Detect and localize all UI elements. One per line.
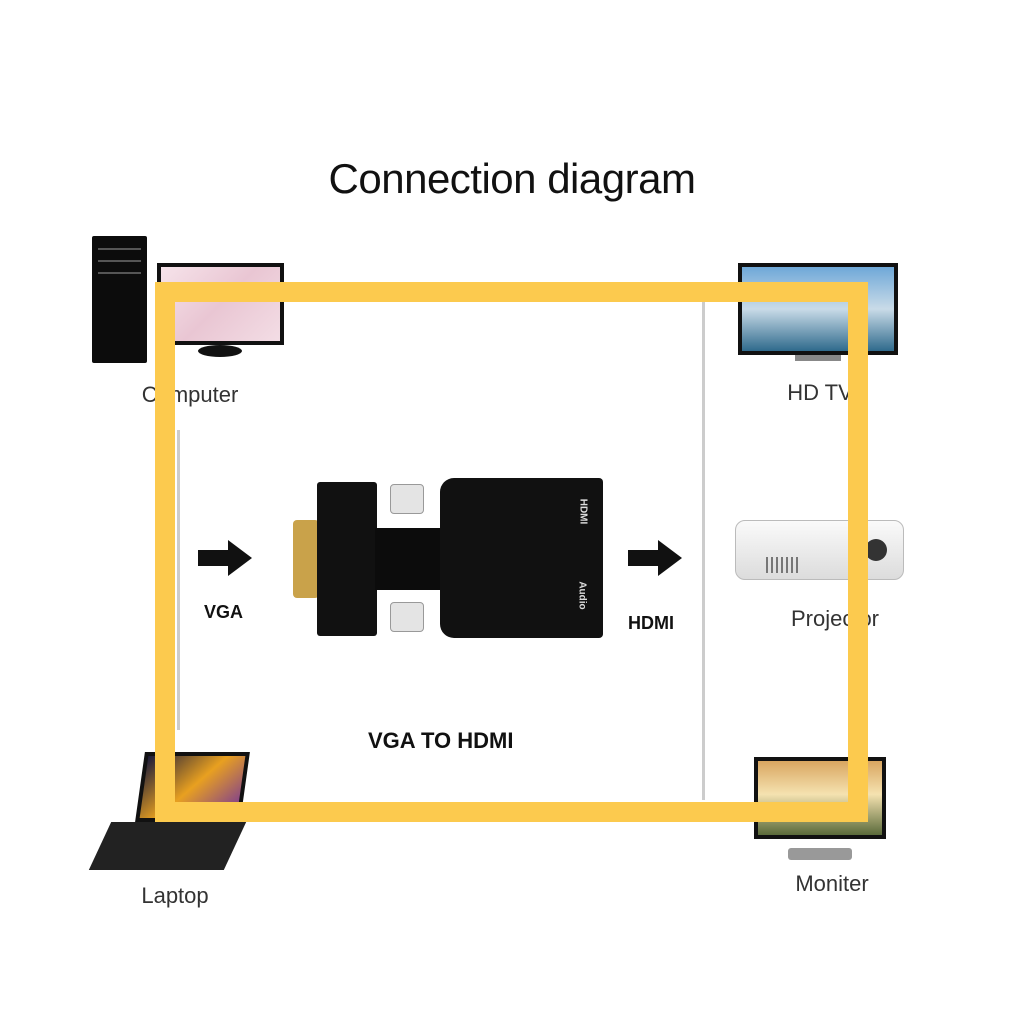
arrow-right-icon: [198, 540, 252, 576]
left-divider: [177, 430, 180, 730]
arrow-right-icon: [628, 540, 682, 576]
computer-monitor-stand: [198, 345, 242, 357]
monitor-stand: [788, 848, 852, 860]
hdmi-body: HDMI Audio: [440, 478, 603, 638]
laptop-label: Laptop: [141, 883, 209, 908]
laptop-keyboard: [88, 822, 247, 870]
hdtv-label: HD TV: [787, 380, 853, 405]
vga-plug: [317, 482, 377, 636]
computer-tower-icon: [92, 236, 147, 363]
thumbscrew-top: [390, 484, 424, 514]
projector-icon: [735, 520, 904, 580]
hdmi-output-label: HDMI: [628, 613, 674, 633]
highlight-frame: [155, 282, 868, 822]
monitor-label: Moniter: [795, 871, 869, 896]
computer-monitor-icon: [157, 263, 284, 345]
vga-input-label: VGA: [204, 602, 244, 622]
hdtv-stand: [795, 355, 841, 361]
page-title: Connection diagram: [328, 155, 696, 202]
vga-pins: [293, 520, 319, 598]
adapter-caption: VGA TO HDMI: [368, 728, 514, 753]
vga-to-hdmi-adapter: HDMI Audio: [290, 478, 605, 638]
thumbscrew-bottom: [390, 602, 424, 632]
right-divider: [702, 300, 705, 800]
hdtv-icon: [738, 263, 898, 355]
